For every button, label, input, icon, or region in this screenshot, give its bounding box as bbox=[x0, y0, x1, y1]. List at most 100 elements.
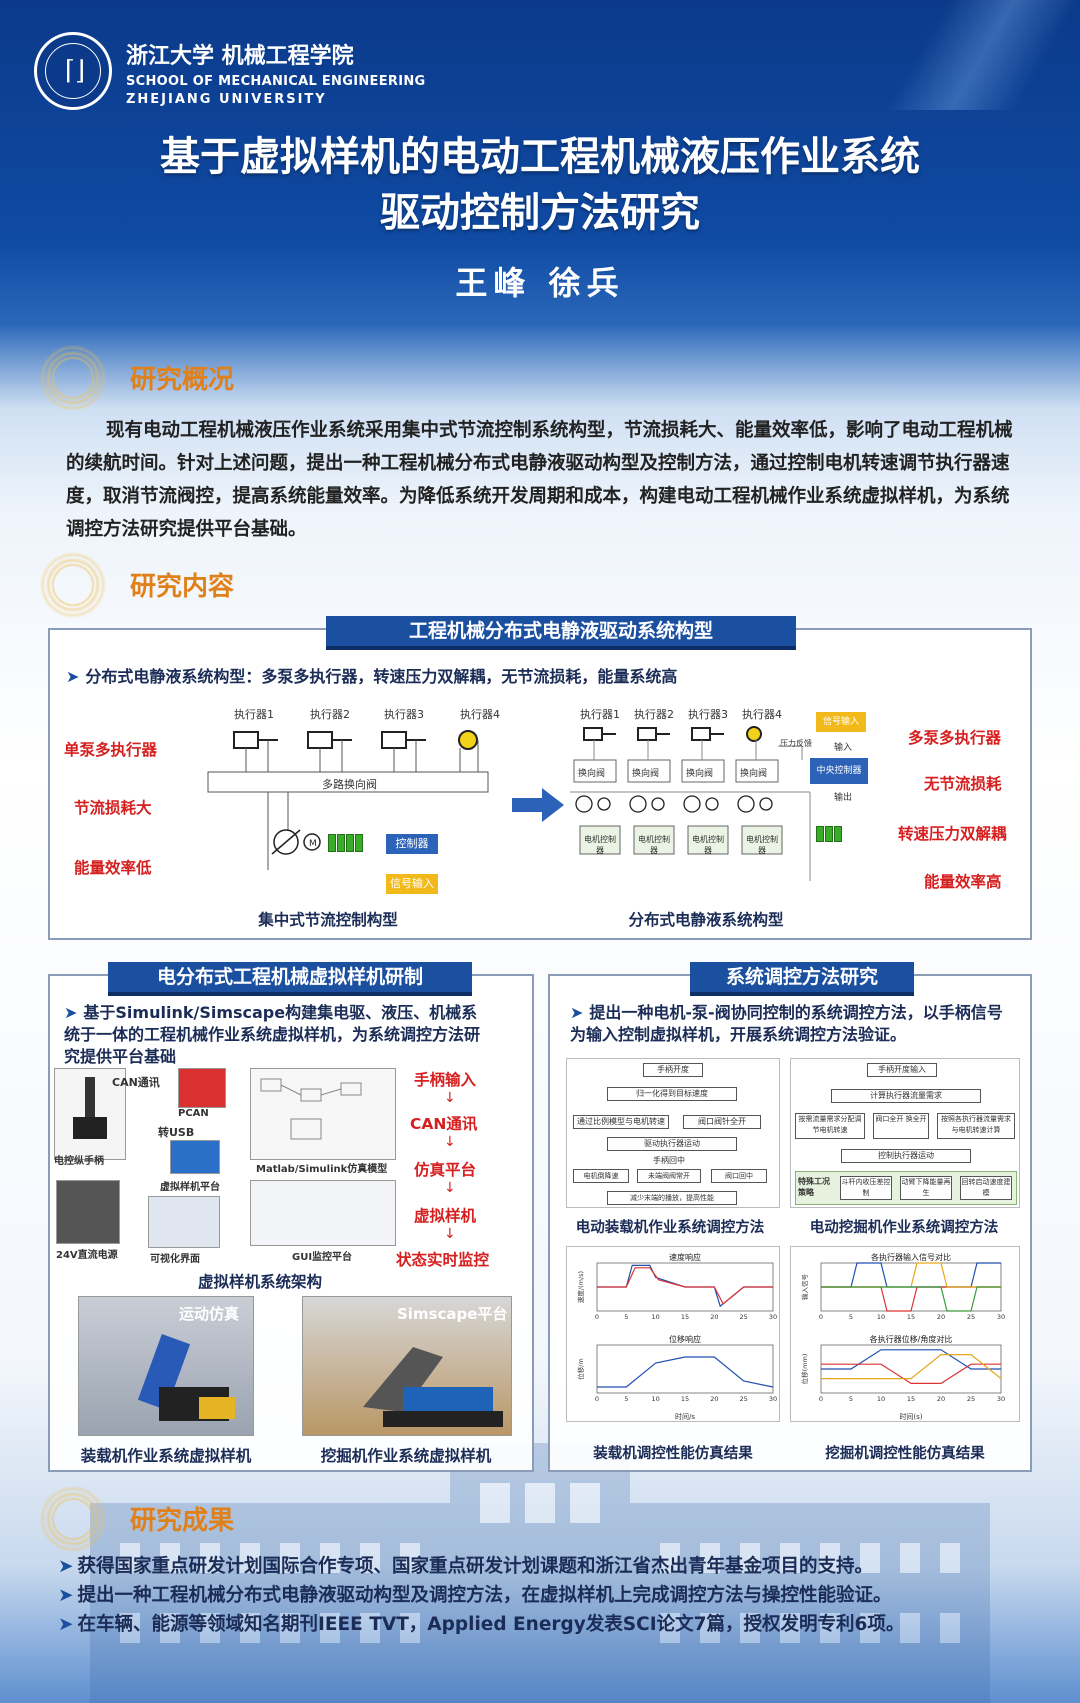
power-label: 24V直流电源 bbox=[56, 1250, 118, 1261]
flow-node: 未端阀阀常开 bbox=[637, 1169, 701, 1183]
x-tick-label: 15 bbox=[907, 1395, 915, 1403]
x-tick-label: 30 bbox=[769, 1313, 777, 1321]
output-label: 输出 bbox=[834, 793, 853, 803]
input-label: 输入 bbox=[834, 743, 853, 753]
x-tick-label: 20 bbox=[937, 1313, 945, 1321]
control-method-panel: 系统调控方法研究 ➤提出一种电机-泵-阀协同控制的系统调控方法，以手柄信号为输入… bbox=[548, 962, 1032, 1472]
visual-interface-photo bbox=[148, 1196, 220, 1248]
gui-monitor-photo bbox=[250, 1180, 396, 1246]
ring-icon bbox=[40, 552, 106, 618]
special-conditions-group: 特殊工况策略 斗杆内收压差控制 动臂下降能量再生 回转启动速度建模 bbox=[795, 1171, 1017, 1205]
actuator-label: 执行器1 bbox=[234, 708, 274, 721]
left-diagram-caption: 集中式节流控制构型 bbox=[258, 911, 398, 929]
y-axis-label: 位移/m bbox=[576, 1358, 585, 1380]
poster-title-line2: 驱动控制方法研究 bbox=[380, 190, 700, 236]
series-line-2 bbox=[821, 1353, 1002, 1380]
x-tick-label: 15 bbox=[907, 1313, 915, 1321]
loader-method-caption: 电动装载机作业系统调控方法 bbox=[575, 1220, 765, 1236]
university-seal-icon: ⌈⌋ bbox=[34, 32, 112, 110]
flow-node: 阀口阀针全开 bbox=[683, 1115, 761, 1129]
school-name-en: SCHOOL OF MECHANICAL ENGINEERING bbox=[126, 74, 426, 89]
excavator-results-caption: 挖掘机调控性能仿真结果 bbox=[825, 1446, 985, 1462]
signal-input-box: 信号输入 bbox=[386, 874, 438, 894]
result-item: ➤获得国家重点研发计划国际合作专项、国家重点研发计划课题和浙江省杰出青年基金项目… bbox=[58, 1556, 874, 1577]
virtual-bullet: ➤基于Simulink/Simscape构建集电驱、液压、机械系统于一体的工程机… bbox=[64, 1003, 481, 1066]
flow-node: 按照各执行器流量需求与电机转速计算 bbox=[937, 1113, 1015, 1139]
ring-icon bbox=[40, 345, 106, 411]
flow-node: 减少末端的播放，提高性能 bbox=[607, 1191, 737, 1205]
valve-label: 换向阀 bbox=[578, 769, 606, 779]
pressure-feedback-label: 压力反馈 bbox=[780, 739, 812, 748]
virtual-prototype-panel: 电分布式工程机械虚拟样机研制 ➤基于Simulink/Simscape构建集电驱… bbox=[48, 962, 534, 1472]
decorative-stripe bbox=[820, 0, 1080, 110]
series-line-0 bbox=[821, 1262, 1001, 1288]
flow-step: 状态实时监控 bbox=[396, 1251, 490, 1269]
right-label-2: 无节流损耗 bbox=[924, 775, 1002, 793]
x-axis-label: 时间(s) bbox=[899, 1412, 922, 1421]
x-tick-label: 25 bbox=[967, 1395, 975, 1403]
flow-step: 虚拟样机 bbox=[414, 1207, 477, 1225]
down-arrow-icon: ↓ bbox=[444, 1134, 456, 1150]
flow-node: 归一化得到目标速度 bbox=[607, 1087, 737, 1101]
right-diagram-caption: 分布式电静液系统构型 bbox=[628, 911, 784, 929]
simulink-model-photo bbox=[250, 1068, 396, 1160]
can-label: CAN通讯 bbox=[112, 1076, 160, 1089]
x-tick-label: 10 bbox=[652, 1395, 660, 1403]
loader-sim-photo: 运动仿真 bbox=[78, 1296, 254, 1436]
distributed-schematic bbox=[570, 726, 811, 881]
usb-label: 转USB bbox=[158, 1126, 195, 1139]
x-tick-label: 25 bbox=[740, 1313, 748, 1321]
actuator-label: 执行器3 bbox=[384, 708, 424, 721]
series-line-0 bbox=[597, 1356, 774, 1388]
section-title: 研究概况 bbox=[130, 365, 235, 395]
series-line-1 bbox=[597, 1267, 773, 1305]
left-label-3: 能量效率低 bbox=[74, 859, 152, 877]
x-tick-label: 0 bbox=[595, 1395, 599, 1403]
x-tick-label: 30 bbox=[997, 1395, 1005, 1403]
x-tick-label: 5 bbox=[624, 1313, 628, 1321]
gui-label: GUI监控平台 bbox=[292, 1252, 353, 1263]
ring-icon bbox=[40, 1486, 106, 1552]
x-tick-label: 0 bbox=[819, 1313, 823, 1321]
system-architecture: 电控纵手柄 CAN通讯 PCAN 转USB 虚拟样机平台 24V直流电源 可视化… bbox=[54, 1068, 404, 1268]
computer-photo bbox=[170, 1140, 220, 1174]
flow-node: 按需流量需求分配调节电机转速 bbox=[795, 1113, 865, 1139]
series-line-0 bbox=[821, 1349, 1001, 1370]
battery-icon bbox=[328, 834, 363, 852]
controller-box: 控制器 bbox=[386, 834, 438, 854]
valve-label: 换向阀 bbox=[740, 769, 768, 779]
chart-title: 各执行器位移/角度对比 bbox=[870, 1334, 953, 1344]
x-tick-label: 30 bbox=[769, 1395, 777, 1403]
flow-step: 手柄输入 bbox=[414, 1071, 477, 1089]
left-label-1: 单泵多执行器 bbox=[64, 741, 158, 759]
left-label-2: 节流损耗大 bbox=[74, 799, 152, 817]
section-header-results: 研究成果 bbox=[40, 1486, 340, 1552]
panel-title: 系统调控方法研究 bbox=[690, 962, 914, 996]
section-header-overview: 研究概况 bbox=[40, 345, 340, 411]
joystick-photo bbox=[54, 1068, 126, 1160]
excavator-flowchart: 手柄开度输入 计算执行器流量需求 按需流量需求分配调节电机转速 阀口全开 换全开… bbox=[790, 1058, 1020, 1208]
flow-step: CAN通讯 bbox=[410, 1115, 478, 1133]
panel-title: 工程机械分布式电静液驱动系统构型 bbox=[326, 616, 796, 650]
central-controller-box: 中央控制器 bbox=[810, 758, 868, 784]
authors: 王峰 徐兵 bbox=[455, 264, 625, 302]
actuator-label: 执行器2 bbox=[310, 708, 350, 721]
valve-label: 换向阀 bbox=[686, 769, 714, 779]
plot-frame bbox=[596, 1344, 774, 1394]
chart-title: 位移响应 bbox=[669, 1334, 701, 1344]
loader-results-caption: 装载机调控性能仿真结果 bbox=[593, 1446, 753, 1462]
school-name-cn: 浙江大学 机械工程学院 bbox=[126, 44, 354, 69]
control-bullet: ➤提出一种电机-泵-阀协同控制的系统调控方法，以手柄信号为输入控制虚拟样机，开展… bbox=[570, 1003, 1003, 1044]
centralized-diagram: 执行器1 执行器2 执行器3 执行器4 bbox=[168, 706, 528, 896]
handle-label: 电控纵手柄 bbox=[54, 1156, 104, 1167]
x-tick-label: 30 bbox=[997, 1313, 1005, 1321]
flow-node: 电机倒降速 bbox=[573, 1169, 629, 1183]
x-tick-label: 5 bbox=[624, 1395, 628, 1403]
x-tick-label: 20 bbox=[710, 1313, 718, 1321]
x-tick-label: 10 bbox=[877, 1313, 885, 1321]
chart-title: 速度响应 bbox=[669, 1252, 701, 1262]
motor-controller-label: 电机控制器 bbox=[692, 835, 724, 855]
section-title: 研究成果 bbox=[130, 1506, 235, 1536]
